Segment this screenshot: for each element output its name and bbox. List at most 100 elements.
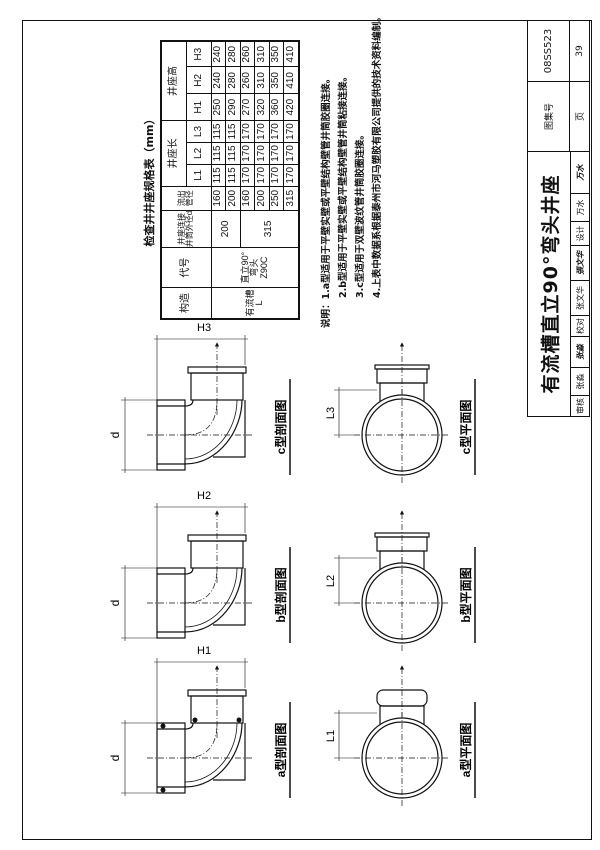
dimension-label-h: H2 (197, 490, 211, 502)
table-cell: 170 (240, 142, 255, 165)
structure-cell: 有流槽 L (211, 287, 299, 319)
plan-label: b型平面图 (458, 567, 473, 622)
reviewer-signature: 张淼 (571, 336, 589, 367)
table-cell: 250 (269, 186, 284, 211)
table-cell: 410 (283, 41, 299, 67)
table-cell: 260 (240, 41, 255, 67)
plan-label: c型平面图 (458, 400, 473, 455)
table-cell: 310 (254, 41, 270, 67)
code-cell: 直立90°弯头 Z90C (211, 247, 299, 288)
check-label: 校对 (571, 315, 589, 336)
table-cell: 170 (269, 164, 284, 187)
elbow-outer-wall (184, 399, 243, 465)
header-height: 井座高 (161, 41, 187, 121)
note-1: 1.a型适用于平壁实壁或平壁结构壁管井筒胶圈连接。 (321, 73, 332, 300)
shaft-od-cell: 315 (240, 210, 299, 248)
gasket (236, 717, 242, 723)
base-support (213, 568, 246, 626)
reviewer: 张淼 (571, 367, 589, 395)
table-cell: 170 (283, 142, 299, 165)
elbow-inner-wall (184, 399, 238, 460)
checker-signature: 張文华 (571, 245, 589, 280)
notes: 说明：1.a型适用于平壁实壁或平壁结构壁管井筒胶圈连接。 2.b型适用于平壁实壁… (318, 12, 386, 328)
header-length: 井座长 (161, 120, 187, 187)
notes-prefix: 说明： (321, 299, 332, 328)
drawing-title: 有流槽直立90°弯头井座 (528, 152, 571, 416)
table-cell: 420 (283, 93, 299, 121)
elbow-inner-wall (184, 722, 238, 783)
dimension-label-h: H1 (197, 645, 211, 657)
designer: 万水 (571, 193, 589, 221)
centerline-arc (184, 567, 218, 604)
table-cell: 170 (254, 164, 270, 187)
table-cell: 170 (240, 164, 255, 187)
gasket (192, 717, 198, 723)
table-cell: 170 (254, 120, 270, 143)
table-cell: 360 (269, 93, 284, 121)
table-cell: 240 (211, 66, 226, 94)
table-cell: 115 (225, 120, 241, 143)
b-plan-view: L2 b型平面图 (325, 510, 476, 651)
header-L3: L3 (186, 120, 212, 143)
elbow-fillet (184, 722, 194, 730)
atlas-number: 08SS523 (528, 21, 570, 81)
table-cell: 310 (254, 66, 270, 94)
base-support (213, 723, 246, 781)
note-2: 2.b型适用于平壁实壁或平壁结构壁管井筒粘接连接。 (338, 71, 349, 298)
plan-label: a型平面图 (458, 723, 473, 778)
gasket (160, 723, 166, 729)
table-cell: 160 (211, 186, 226, 211)
elbow-outer-wall (184, 722, 243, 788)
header-code: 代号 (161, 247, 212, 288)
table-cell: 350 (269, 41, 284, 67)
table-cell: 115 (225, 164, 241, 187)
design-label: 设计 (571, 221, 589, 245)
title-block: 有流槽直立90°弯头井座 审核 张淼 张淼 校对 张文华 張文华 设计 万水 万… (527, 20, 590, 417)
table-cell: 290 (225, 93, 241, 121)
table-cell: 410 (283, 66, 299, 94)
table-cell: 270 (240, 93, 255, 121)
centerline-arc (184, 399, 218, 436)
table-title: 检查井井座规格表（mm） (143, 113, 156, 247)
dimension-label-h: H3 (197, 322, 211, 334)
header-H1: H1 (186, 93, 212, 121)
table-cell: 170 (269, 120, 284, 143)
section-label: c型剖面图 (273, 400, 288, 455)
header-L1: L1 (186, 164, 212, 187)
header-shaft-od: 井座连接井筒外径d (161, 210, 212, 248)
header-H2: H2 (186, 66, 212, 94)
gasket (160, 787, 166, 793)
table-cell: 170 (240, 120, 255, 143)
table-cell: 320 (254, 93, 270, 121)
table-cell: 170 (254, 142, 270, 165)
table-cell: 160 (240, 186, 255, 211)
table-cell: 115 (225, 142, 241, 165)
base-support (213, 400, 246, 458)
signature-row: 审核 张淼 张淼 校对 张文华 張文华 设计 万水 万水 (571, 152, 589, 416)
header-H3: H3 (186, 41, 212, 67)
elbow-fillet (184, 567, 194, 575)
dimension-label-l: L3 (325, 407, 337, 419)
dimension-label-d: d (108, 600, 122, 607)
centerline-arc (184, 722, 218, 759)
table-cell: 170 (283, 164, 299, 187)
dimension-label-d: d (108, 755, 122, 762)
page-number: 39 (574, 45, 585, 57)
elbow-outer-wall (184, 567, 243, 633)
table-cell: 115 (211, 120, 226, 143)
dimension-label-l: L2 (325, 575, 337, 587)
table-cell: 200 (225, 186, 241, 211)
designer-signature: 万水 (574, 164, 585, 181)
table-cell: 315 (283, 186, 299, 211)
checker: 张文华 (571, 280, 589, 315)
elbow-fillet (184, 399, 194, 407)
table-cell: 280 (225, 66, 241, 94)
c-plan-view: L3 c型平面图 (325, 342, 476, 483)
table-cell: 350 (269, 66, 284, 94)
table-cell: 170 (283, 120, 299, 143)
